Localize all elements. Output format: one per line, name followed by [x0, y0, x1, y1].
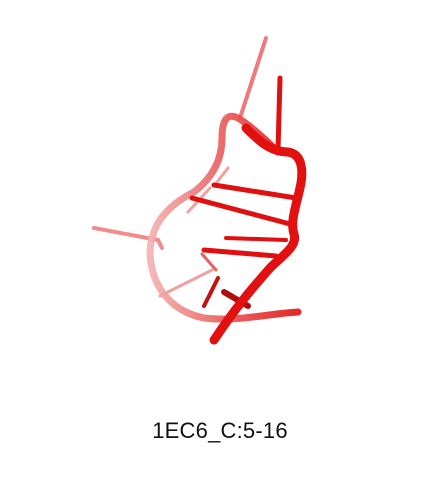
base-pair-rungs [189, 75, 299, 309]
backbone-strand-back [146, 112, 302, 323]
backbone-strand-front [209, 123, 307, 345]
base-sticks-back [92, 36, 268, 298]
rna-cartoon-render [92, 36, 307, 345]
structure-caption: 1EC6_C:5-16 [152, 418, 288, 443]
